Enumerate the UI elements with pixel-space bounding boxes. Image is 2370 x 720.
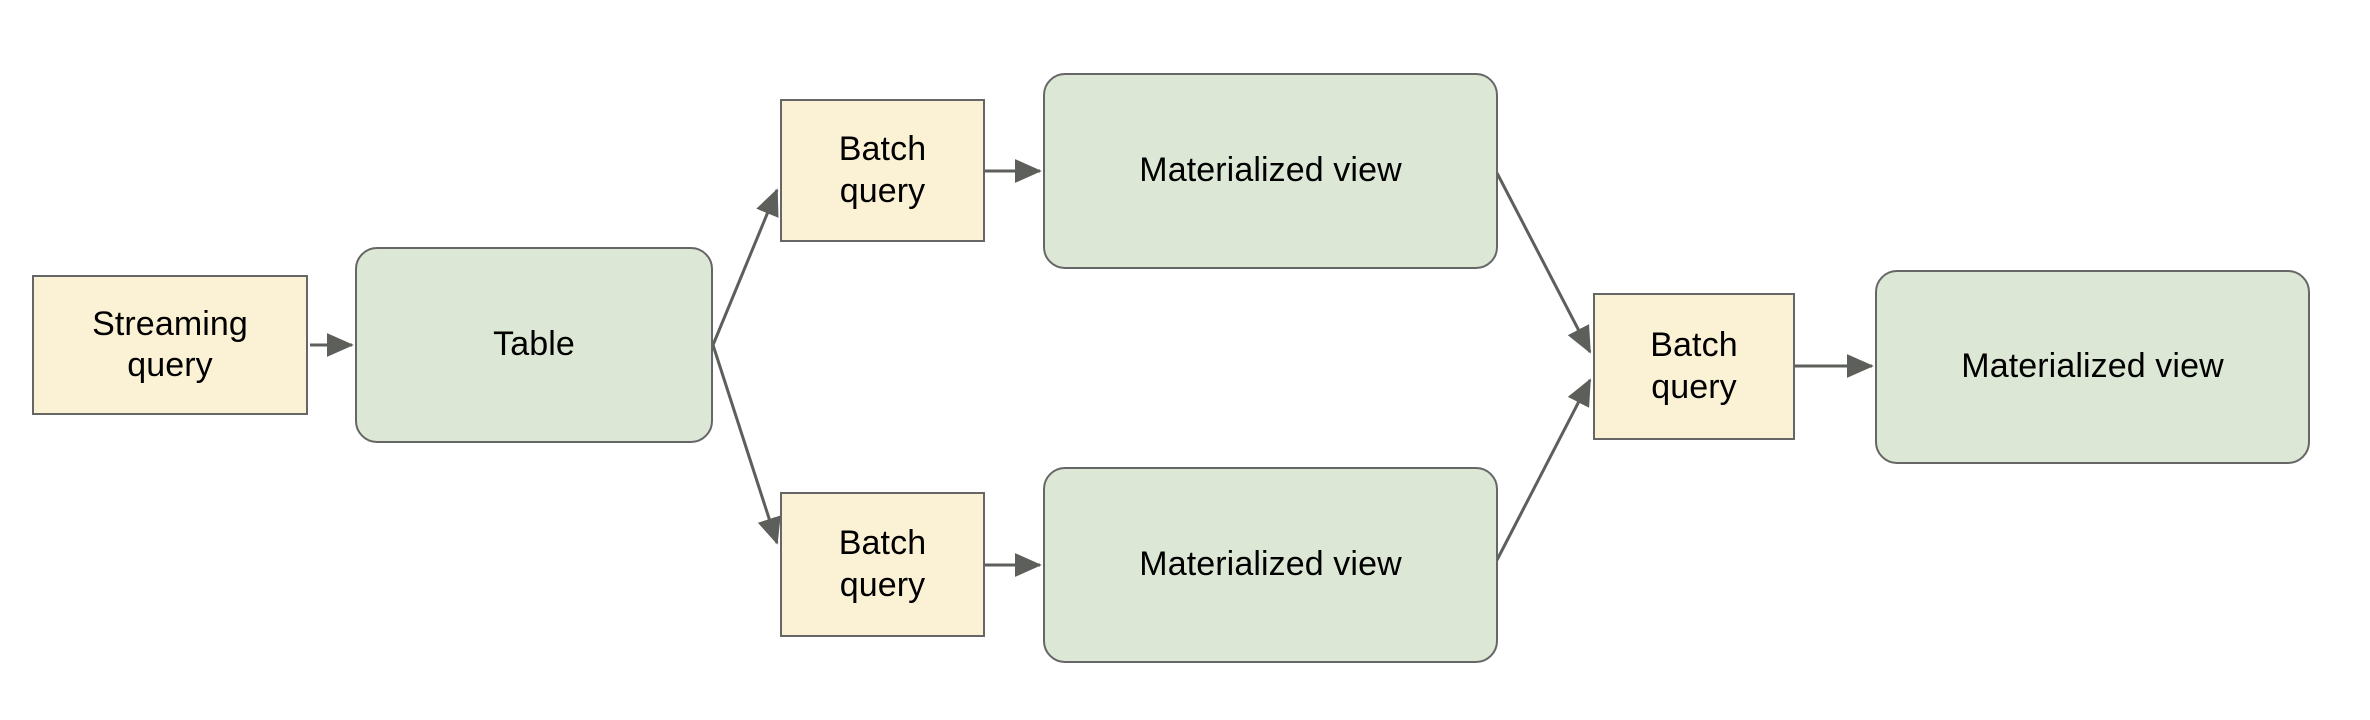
node-materialized-view-final[interactable]: Materialized view xyxy=(1875,270,2310,464)
node-materialized-view-final-label: Materialized view xyxy=(1961,347,2224,386)
edge-table-to-batch-top xyxy=(711,188,779,346)
edge-mv-bottom-to-batch-merge xyxy=(1495,378,1592,561)
edge-mv-top-to-batch-merge xyxy=(1495,172,1592,354)
node-batch-query-merge[interactable]: Batch query xyxy=(1593,293,1795,440)
node-materialized-view-top[interactable]: Materialized view xyxy=(1043,73,1498,269)
node-materialized-view-bottom[interactable]: Materialized view xyxy=(1043,467,1498,663)
node-materialized-view-top-label: Materialized view xyxy=(1139,151,1402,190)
node-batch-query-merge-label: Batch query xyxy=(1650,326,1738,406)
node-materialized-view-bottom-label: Materialized view xyxy=(1139,545,1402,584)
node-streaming-query-label: Streaming query xyxy=(92,304,248,384)
node-batch-query-top-label: Batch query xyxy=(838,130,927,210)
node-batch-query-top[interactable]: Batch query xyxy=(780,99,985,242)
edge-table-to-batch-bottom xyxy=(711,344,781,545)
node-batch-query-bottom-label: Batch query xyxy=(838,524,927,604)
node-table-label: Table xyxy=(493,325,575,364)
node-table[interactable]: Table xyxy=(355,247,713,443)
node-streaming-query[interactable]: Streaming query xyxy=(32,275,308,415)
node-batch-query-bottom[interactable]: Batch query xyxy=(780,492,985,637)
